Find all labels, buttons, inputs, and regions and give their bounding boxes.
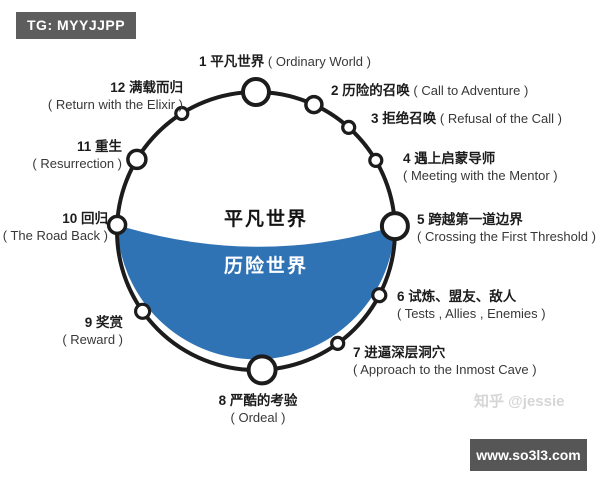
stage-english: ( Ordeal ) [230, 410, 286, 425]
node-8-ordeal [246, 354, 278, 386]
stage-title: 7 进逼深层洞穴 [353, 345, 446, 360]
stage-english: ( Return with the Elixir ) [47, 97, 183, 112]
stage-title: 11 重生 [76, 139, 122, 154]
node-12-elixir [174, 105, 190, 122]
stage-title: 2 历险的召唤 [331, 83, 410, 98]
stage-title: 9 奖赏 [84, 315, 123, 330]
stage-title: 8 严酷的考验 [218, 393, 298, 408]
stage-title: 4 遇上启蒙导师 [403, 151, 496, 166]
stage-english: ( The Road Back ) [2, 228, 108, 243]
stage-english: ( Ordinary World ) [267, 54, 371, 69]
stage-label-8: 8 严酷的考验 ( Ordeal ) [219, 392, 298, 426]
stage-english: ( Refusal of the Call ) [439, 111, 562, 126]
stage-label-1: 1 平凡世界 ( Ordinary World ) [199, 53, 371, 70]
node-6-tests-allies-enemies [371, 287, 388, 304]
stage-label-9: 9 奖赏 ( Reward ) [62, 314, 123, 348]
stage-label-4: 4 遇上启蒙导师 ( Meeting with the Mentor ) [403, 150, 558, 184]
stage-label-11: 11 重生 ( Resurrection ) [32, 138, 122, 172]
stage-label-3: 3 拒绝召唤 ( Refusal of the Call ) [371, 110, 562, 127]
node-11-resurrection [126, 148, 148, 171]
stage-english: ( Crossing the First Threshold ) [417, 229, 596, 244]
ordinary-world-label: 平凡世界 [223, 209, 309, 230]
node-4-mentor [368, 152, 384, 168]
stage-title: 10 回归 [62, 211, 108, 226]
stage-title: 3 拒绝召唤 [371, 111, 437, 126]
adventure-world-region [117, 224, 395, 360]
stage-english: ( Meeting with the Mentor ) [403, 168, 558, 183]
stage-title: 6 试炼、盟友、敌人 [397, 289, 517, 304]
node-5-first-threshold [379, 211, 410, 242]
node-1-ordinary-world [241, 77, 271, 107]
stage-english: ( Call to Adventure ) [413, 83, 529, 98]
stage-label-6: 6 试炼、盟友、敌人 ( Tests , Allies , Enemies ) [397, 288, 546, 322]
node-9-reward [134, 302, 152, 320]
node-7-inmost-cave [330, 335, 346, 351]
tg-channel-badge: TG: MYYJJPP [16, 12, 137, 39]
node-2-call-to-adventure [304, 94, 324, 115]
stage-label-5: 5 跨越第一道边界 ( Crossing the First Threshold… [417, 211, 596, 245]
stage-title: 1 平凡世界 [199, 54, 265, 69]
stage-label-10: 10 回归 ( The Road Back ) [3, 210, 108, 244]
node-3-refusal [341, 119, 357, 136]
stage-english: ( Resurrection ) [32, 156, 122, 171]
stage-english: ( Approach to the Inmost Cave ) [353, 362, 537, 377]
website-badge: www.so3l3.com [470, 439, 587, 471]
node-10-road-back [106, 214, 128, 236]
stage-label-2: 2 历险的召唤 ( Call to Adventure ) [331, 82, 528, 99]
stage-label-7: 7 进逼深层洞穴 ( Approach to the Inmost Cave ) [353, 344, 537, 378]
stage-title: 12 满载而归 [110, 80, 183, 95]
stage-english: ( Tests , Allies , Enemies ) [397, 306, 546, 321]
stage-title: 5 跨越第一道边界 [417, 212, 523, 227]
stage-label-12: 12 满载而归 ( Return with the Elixir ) [48, 79, 183, 113]
stage-english: ( Reward ) [62, 332, 123, 347]
zhihu-watermark: 知乎 @jessie [474, 393, 565, 410]
adventure-world-label: 历险世界 [223, 256, 309, 277]
